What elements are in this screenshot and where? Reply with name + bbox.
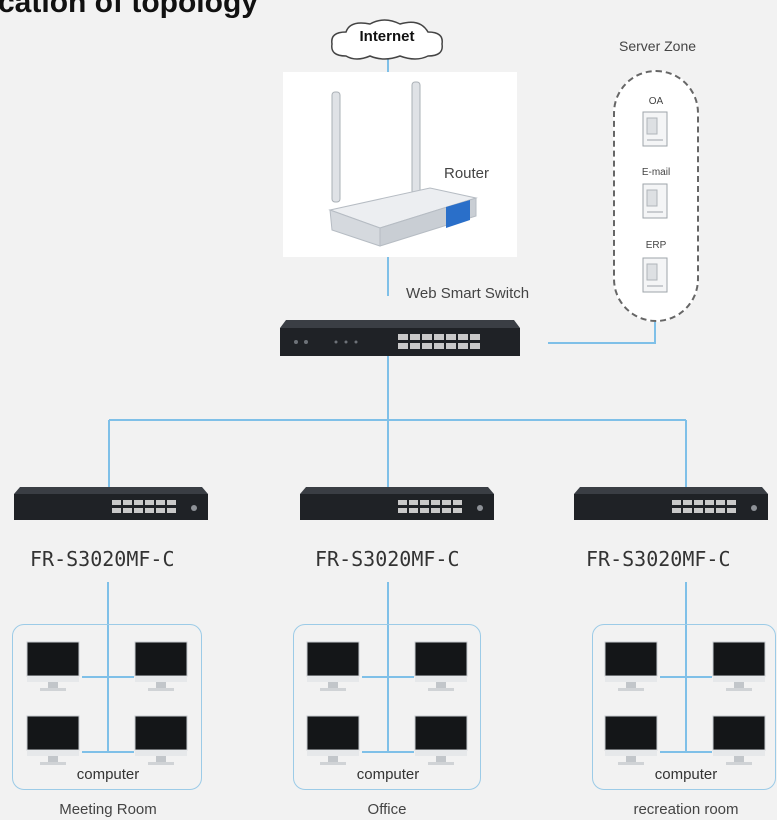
computer-icon: [134, 715, 188, 765]
computer-icon: [26, 641, 80, 691]
router-icon: [328, 81, 478, 247]
computer-icon: [414, 715, 468, 765]
server-label-erp: ERP: [645, 240, 667, 251]
server-erp-icon: [642, 257, 668, 293]
computer-icon: [306, 641, 360, 691]
switch-model-label: FR-S3020MF-C: [586, 547, 731, 571]
computer-label: computer: [356, 766, 420, 783]
room-label: Meeting Room: [59, 801, 157, 818]
switch-model-label: FR-S3020MF-C: [30, 547, 175, 571]
server-email-icon: [642, 183, 668, 219]
computer-icon: [134, 641, 188, 691]
computer-icon: [712, 641, 766, 691]
page-title: cation of topology: [0, 0, 258, 19]
computer-label: computer: [76, 766, 140, 783]
core-switch-icon: [280, 320, 520, 356]
computer-icon: [604, 715, 658, 765]
computer-icon: [712, 715, 766, 765]
computer-label: computer: [654, 766, 718, 783]
room-office: [293, 624, 481, 790]
server-oa-icon: [642, 111, 668, 147]
core-switch-label: Web Smart Switch: [406, 285, 530, 302]
room-meeting-room: [12, 624, 202, 790]
room-recreation-room: [592, 624, 776, 790]
computer-icon: [306, 715, 360, 765]
server-label-email: E-mail: [641, 167, 671, 178]
room-label: recreation room: [633, 801, 739, 818]
internet-label: Internet: [359, 28, 415, 45]
computer-icon: [604, 641, 658, 691]
internet-cloud-icon: [331, 19, 443, 60]
access-switch-icon: [300, 487, 494, 520]
server-zone-link: [548, 322, 656, 344]
router-label: Router: [444, 165, 490, 182]
computer-icon: [414, 641, 468, 691]
server-label-oa: OA: [648, 96, 664, 107]
room-label: Office: [367, 801, 407, 818]
switch-model-label: FR-S3020MF-C: [315, 547, 460, 571]
access-switch-icon: [14, 487, 208, 520]
computer-icon: [26, 715, 80, 765]
access-switch-icon: [574, 487, 768, 520]
server-zone-title: Server Zone: [619, 38, 697, 54]
